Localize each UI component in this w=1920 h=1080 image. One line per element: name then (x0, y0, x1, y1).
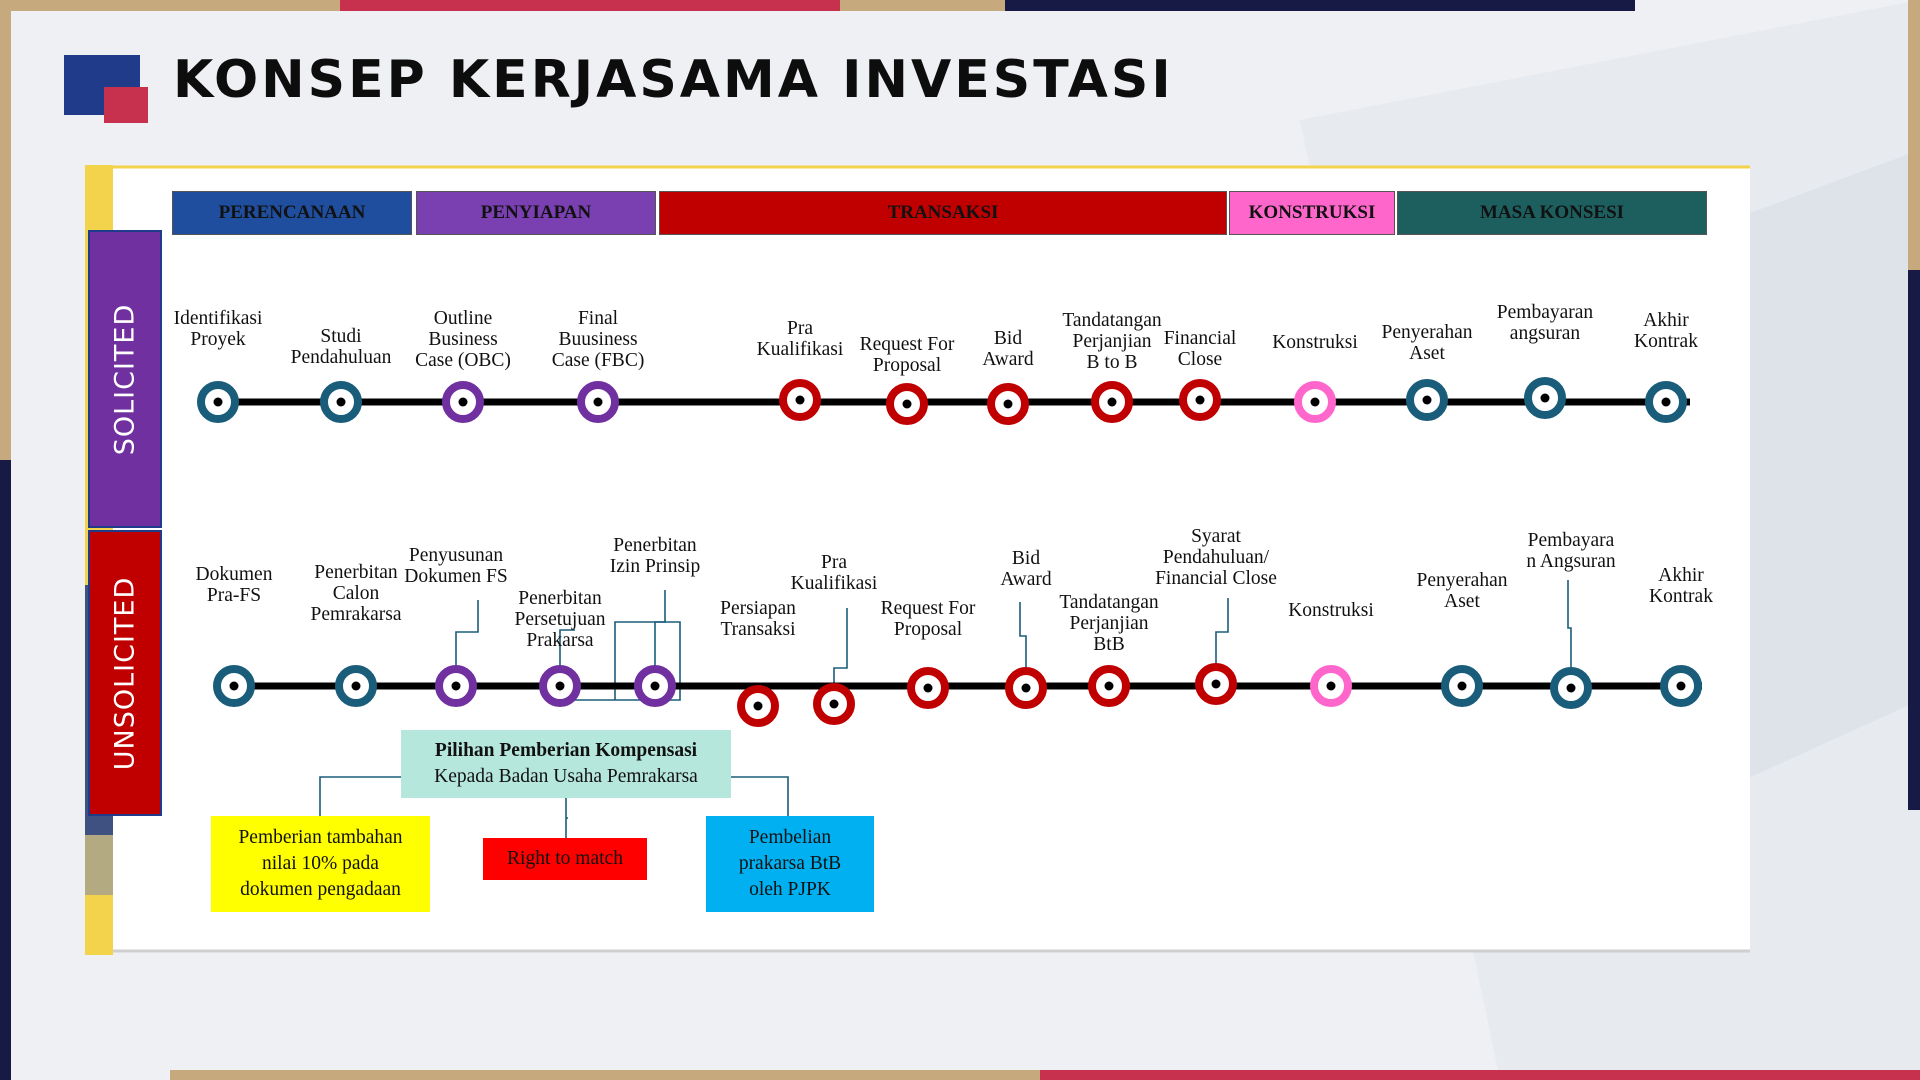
stage-node-center (923, 683, 933, 693)
stage-node-center (229, 681, 239, 691)
stage-label: Dokumen Pra-FS (195, 564, 273, 606)
stage-node-center (1422, 395, 1432, 405)
stage-label: Konstruksi (1272, 332, 1358, 353)
stage-label: Konstruksi (1288, 600, 1374, 621)
compensation-heading-line2: Kepada Badan Usaha Pemrakarsa (434, 766, 698, 787)
stage-node-center (902, 399, 912, 409)
stage-node-center (1211, 679, 1221, 689)
stage-label: Financial Close (1163, 328, 1237, 370)
unsolicited-label: UNSOLICITED (88, 530, 162, 816)
stage-label: Pra Kualifikasi (790, 552, 878, 594)
stage-label: Persiapan Transaksi (720, 598, 796, 640)
stage-label: Bid Award (982, 328, 1034, 370)
stage-node-center (1326, 681, 1336, 691)
option-right-to-match: Right to match (483, 838, 647, 880)
connector-line (654, 590, 666, 670)
phase-label: PENYIAPAN (480, 202, 592, 223)
stage-node-center (1195, 395, 1205, 405)
stage-node-center (1104, 681, 1114, 691)
stage-node-center (451, 681, 461, 691)
stage-label: Pra Kualifikasi (756, 318, 844, 360)
connector-line (833, 608, 848, 690)
stage-node-center (458, 397, 468, 407)
stage-node-center (1566, 683, 1576, 693)
stage-label: Pembayara n Angsuran (1526, 530, 1616, 572)
stage-node-center (795, 395, 805, 405)
logo-icon (64, 55, 148, 123)
stage-label: Identifikasi Proyek (173, 308, 263, 350)
phase-label: PERENCANAAN (218, 202, 366, 223)
solicited-label: SOLICITED (88, 230, 162, 528)
stage-node-center (555, 681, 565, 691)
stage-label: Penyerahan Aset (1381, 322, 1473, 364)
phase-penyiapan: PENYIAPAN (416, 191, 656, 235)
stage-node-center (336, 397, 346, 407)
stage-label: Penerbitan Persetujuan Prakarsa (514, 588, 606, 651)
stage-node-center (650, 681, 660, 691)
stage-label: Syarat Pendahuluan/ Financial Close (1155, 526, 1277, 589)
phase-label: KONSTRUKSI (1248, 202, 1376, 223)
option-tambahan-nilai: Pemberian tambahan nilai 10% pada dokume… (211, 816, 430, 912)
option-label: Right to match (507, 848, 623, 869)
stage-label: Final Buusiness Case (FBC) (551, 308, 645, 371)
stage-node-center (213, 397, 223, 407)
stage-label: Penerbitan Izin Prinsip (609, 535, 701, 577)
stage-node-center (753, 701, 763, 711)
phase-masa-konsesi: MASA KONSESI (1397, 191, 1707, 235)
option-label: Pembelian prakarsa BtB oleh PJPK (738, 827, 842, 900)
stage-node-center (1540, 393, 1550, 403)
page-title: KONSEP KERJASAMA INVESTASI (173, 50, 1174, 110)
stage-node-center (1661, 397, 1671, 407)
connector-line (559, 629, 575, 670)
stage-label: Request For Proposal (880, 598, 976, 640)
stage-label: Penerbitan Calon Pemrakarsa (310, 562, 402, 625)
phase-konstruksi: KONSTRUKSI (1229, 191, 1395, 235)
stage-node-center (829, 699, 839, 709)
stage-node-center (1310, 397, 1320, 407)
compensation-heading: Pilihan Pemberian Kompensasi Kepada Bada… (401, 730, 731, 798)
option-pembelian-prakarsa: Pembelian prakarsa BtB oleh PJPK (706, 816, 874, 912)
stage-node-center (1676, 681, 1686, 691)
compensation-heading-line1: Pilihan Pemberian Kompensasi (434, 740, 698, 761)
stage-node-center (1021, 683, 1031, 693)
stage-node-center (1457, 681, 1467, 691)
stage-label: Bid Award (1000, 548, 1052, 590)
connector-line (1215, 598, 1229, 668)
stage-label: Pembayaran angsuran (1496, 302, 1594, 344)
stage-node-center (351, 681, 361, 691)
stage-label: Studi Pendahuluan (290, 326, 392, 368)
phase-label: MASA KONSESI (1479, 202, 1625, 223)
stage-label: Penyusunan Dokumen FS (404, 545, 508, 587)
stage-label: Akhir Kontrak (1649, 565, 1713, 607)
phase-transaksi: TRANSAKSI (659, 191, 1227, 235)
stage-node-center (1003, 399, 1013, 409)
stage-label: Akhir Kontrak (1634, 310, 1698, 352)
phase-perencanaan: PERENCANAAN (172, 191, 412, 235)
stage-label: Outline Business Case (OBC) (415, 308, 511, 371)
connector-line (1019, 602, 1027, 672)
connector-line (1567, 580, 1572, 670)
stage-label: Penyerahan Aset (1416, 570, 1508, 612)
connector-line (455, 600, 479, 670)
option-label: Pemberian tambahan nilai 10% pada dokume… (238, 827, 403, 900)
phase-label: TRANSAKSI (887, 202, 999, 223)
stage-label: Tandatangan Perjanjian B to B (1062, 310, 1162, 373)
stage-node-center (593, 397, 603, 407)
stage-label: Tandatangan Perjanjian BtB (1059, 592, 1159, 655)
stage-node-center (1107, 397, 1117, 407)
stage-label: Request For Proposal (859, 334, 955, 376)
